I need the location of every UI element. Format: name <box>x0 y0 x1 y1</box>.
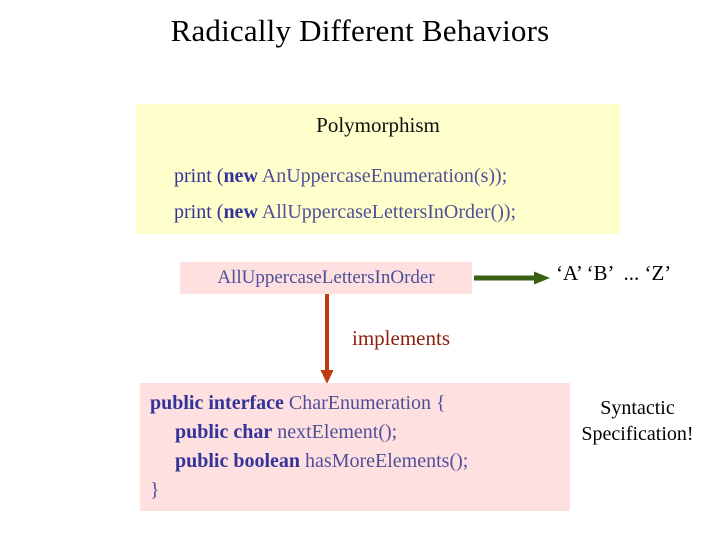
class-name-label: AllUppercaseLettersInOrder <box>217 267 435 288</box>
interface-line-declaration: public interface CharEnumeration { <box>150 391 446 416</box>
syntactic-line-1: Syntactic <box>600 397 675 419</box>
interface-code-box: public interface CharEnumeration { publi… <box>140 383 570 511</box>
interface-line-has-more-elements: public boolean hasMoreElements(); <box>150 449 468 474</box>
polymorphism-heading: Polymorphism <box>316 113 440 137</box>
syntactic-specification-label: Syntactic Specification! <box>555 395 720 447</box>
implements-arrow <box>318 294 336 384</box>
code-print-prefix: print ( <box>174 165 224 187</box>
code-keyword-new: new <box>223 201 258 223</box>
class-name-box: AllUppercaseLettersInOrder <box>180 262 472 294</box>
code-line-print-alluppercase: print (new AllUppercaseLettersInOrder())… <box>174 200 516 225</box>
interface-method: nextElement(); <box>272 421 398 443</box>
syntactic-line-2: Specification! <box>581 423 694 445</box>
interface-line-closing-brace: } <box>150 478 160 503</box>
polymorphism-box: Polymorphism print (new AnUppercaseEnume… <box>136 104 620 234</box>
interface-keyword: public boolean <box>175 450 301 472</box>
interface-indent <box>150 421 175 443</box>
code-class-expression: AnUppercaseEnumeration(s)); <box>257 165 508 187</box>
interface-keyword: public char <box>175 421 273 443</box>
code-keyword-new: new <box>223 165 258 187</box>
red-arrow-icon <box>320 294 334 384</box>
code-print-prefix: print ( <box>174 201 224 223</box>
code-class-expression: AllUppercaseLettersInOrder()); <box>257 201 517 223</box>
output-letters-label: ‘A’ ‘B’ ... ‘Z’ <box>556 261 672 285</box>
interface-indent <box>150 450 175 472</box>
interface-closing-brace: } <box>150 479 160 501</box>
interface-keyword: public interface <box>150 392 284 414</box>
green-arrow-icon <box>474 271 550 285</box>
interface-method: hasMoreElements(); <box>300 450 469 472</box>
interface-line-next-element: public char nextElement(); <box>150 420 397 445</box>
produces-arrow <box>474 270 550 286</box>
page-title: Radically Different Behaviors <box>170 13 550 48</box>
interface-name: CharEnumeration { <box>283 392 446 414</box>
implements-label: implements <box>352 326 450 350</box>
code-line-print-anuppercase: print (new AnUppercaseEnumeration(s)); <box>174 164 507 189</box>
